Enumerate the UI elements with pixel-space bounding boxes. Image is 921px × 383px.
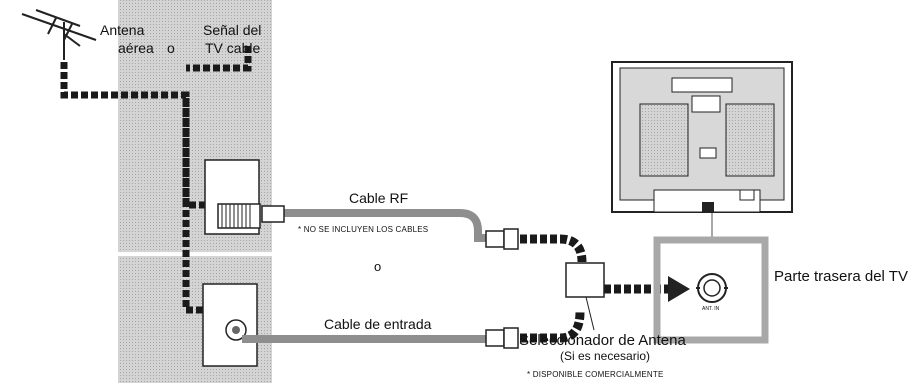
input-cable: [242, 327, 519, 349]
tv-rear-label: Parte trasera del TV: [774, 268, 908, 285]
rf-cable: [261, 205, 519, 250]
antenna-line2-label: aérea: [118, 40, 154, 56]
cable-signal-line1-label: Señal del: [203, 22, 262, 38]
or-middle-label: o: [374, 259, 382, 274]
antenna-line1-label: Antena: [100, 22, 145, 38]
ant-in-label: ANT. IN: [702, 306, 720, 312]
tv-rear-icon: [611, 61, 793, 213]
selector-pointer: [585, 296, 595, 331]
antenna-selector-label: Seleccionador de Antena: [519, 332, 686, 349]
antenna-icon: [21, 9, 97, 60]
if-needed-label: (Si es necesario): [560, 349, 651, 363]
cables-not-included-note: * NO SE INCLUYEN LOS CABLES: [298, 225, 429, 234]
input-cable-label: Cable de entrada: [324, 316, 432, 332]
wall-plate-coax-icon: [202, 283, 258, 367]
commercially-available-note: * DISPONIBLE COMERCIALMENTE: [527, 370, 664, 379]
cable-signal-line2-label: TV cable: [205, 40, 261, 56]
antenna-selector-icon: [565, 262, 605, 298]
or-top-label: o: [167, 40, 175, 56]
signal-lines: [60, 46, 252, 314]
rf-cable-label: Cable RF: [349, 190, 409, 206]
ant-in-connector-icon: [696, 273, 728, 303]
wall-plate-threaded-icon: [204, 159, 261, 235]
arrow-to-tv: [668, 276, 690, 302]
